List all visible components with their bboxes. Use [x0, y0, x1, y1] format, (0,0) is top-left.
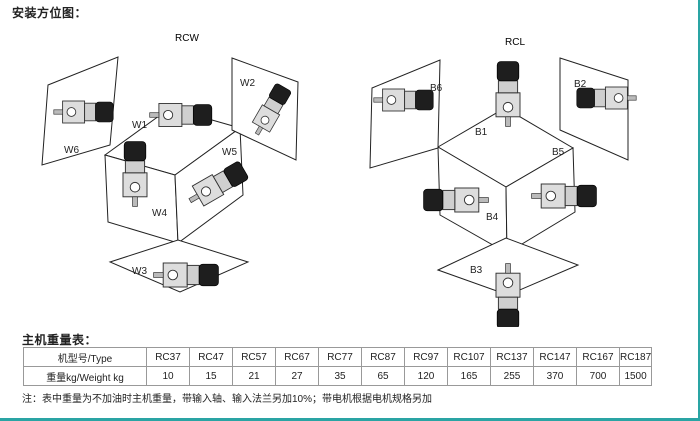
weight-cell: 21	[232, 366, 276, 386]
type-cell: RC167	[576, 347, 620, 367]
type-cell: RC67	[275, 347, 319, 367]
weight-table: 机型号/Type RC37 RC47 RC57 RC67 RC77 RC87 R…	[23, 347, 653, 386]
weight-cell: 370	[533, 366, 577, 386]
rcw-group: RCW W1 W2 W3 W4 W5	[41, 33, 299, 293]
rcl-label-b3: B3	[470, 265, 483, 276]
accent-bar-right	[698, 0, 700, 421]
mounting-positions-diagram: RCW W1 W2 W3 W4 W5	[41, 33, 637, 327]
weight-table-heading: 主机重量表：	[22, 333, 98, 347]
type-cell: RC87	[361, 347, 405, 367]
weight-cell: 255	[490, 366, 534, 386]
footnote: 注：表中重量为不加油时主机重量，带输入轴、输入法兰另加10%；带电机根据电机规格…	[22, 394, 433, 405]
type-cell: RC97	[404, 347, 448, 367]
type-cell: RC107	[447, 347, 491, 367]
mounting-diagram-heading: 安装方位图：	[12, 6, 88, 20]
type-cell: RC147	[533, 347, 577, 367]
weight-cell: 165	[447, 366, 491, 386]
rcw-label-w2: W2	[240, 78, 255, 89]
rcl-group: RCL B1 B2 B3 B4 B5 B6	[369, 37, 637, 327]
rcw-label-w1: W1	[132, 120, 147, 131]
weight-cell: 1500	[618, 366, 653, 386]
accent-bar-bottom	[0, 418, 700, 421]
type-cell: RC57	[232, 347, 276, 367]
rcw-label-w4: W4	[152, 208, 167, 219]
type-row: 机型号/Type RC37 RC47 RC57 RC67 RC77 RC87 R…	[23, 347, 653, 367]
weight-row-label: 重量kg/Weight kg	[23, 366, 147, 386]
type-cell: RC187	[618, 347, 653, 367]
rcl-label-b4: B4	[486, 212, 499, 223]
weight-row: 重量kg/Weight kg 10 15 21 27 35 65 120 165…	[23, 366, 653, 386]
type-cell: RC137	[490, 347, 534, 367]
rcl-label-b6: B6	[430, 83, 443, 94]
weight-cell: 700	[576, 366, 620, 386]
rcw-title: RCW	[175, 33, 199, 44]
rcw-label-w6: W6	[64, 145, 79, 156]
weight-cell: 15	[189, 366, 233, 386]
rcw-label-w5: W5	[222, 147, 237, 158]
type-cell: RC37	[146, 347, 190, 367]
rcl-label-b1: B1	[475, 127, 488, 138]
weight-cell: 65	[361, 366, 405, 386]
weight-cell: 10	[146, 366, 190, 386]
weight-cell: 27	[275, 366, 319, 386]
type-cell: RC77	[318, 347, 362, 367]
type-row-label: 机型号/Type	[23, 347, 147, 367]
rcl-label-b5: B5	[552, 147, 565, 158]
rcl-title: RCL	[505, 37, 525, 48]
rcw-label-w3: W3	[132, 266, 147, 277]
weight-cell: 35	[318, 366, 362, 386]
weight-cell: 120	[404, 366, 448, 386]
type-cell: RC47	[189, 347, 233, 367]
rcl-label-b2: B2	[574, 79, 587, 90]
